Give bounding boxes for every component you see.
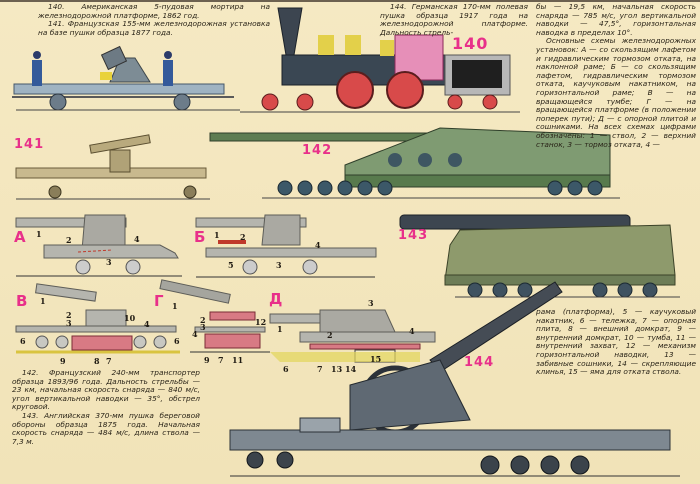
callout-v-7: 7: [106, 356, 112, 366]
callout-g-9: 9: [204, 355, 210, 365]
scheme-b: [195, 214, 377, 278]
callout-b-1: 1: [214, 230, 220, 240]
fig143-english-370mm: [399, 214, 680, 298]
scheme-letter-a: А: [14, 228, 26, 246]
callout-v-10: 10: [124, 313, 136, 323]
callout-v-6-left: 6: [20, 336, 26, 346]
caption-141: 141. Французская 155-мм железнодорожная …: [38, 19, 270, 37]
callout-d-14: 14: [345, 364, 357, 374]
callout-b-4: 4: [315, 240, 321, 250]
figure-number-141: 141: [14, 137, 45, 152]
figure-number-144: 144: [464, 355, 495, 370]
callout-d-7: 7: [317, 364, 323, 374]
figure-number-143: 143: [398, 228, 429, 243]
fig140-locomotive: [240, 7, 520, 113]
callout-v-9: 9: [60, 356, 66, 366]
scheme-letter-d: Д: [269, 290, 283, 308]
callout-d-2: 2: [327, 330, 333, 340]
caption-140: 140. Американская 5-пудовая мортира на ж…: [38, 2, 270, 20]
fig144-german-170mm: [229, 281, 680, 477]
caption-right-top: бы — 19,5 км, начальная скорость снаряда…: [536, 2, 696, 149]
figure-number-142: 142: [302, 143, 333, 158]
callout-g-2: 2: [200, 315, 206, 325]
caption-right-bottom: рама (платформа), 5 — каучуковый накатни…: [536, 307, 696, 377]
callout-b-2: 2: [240, 232, 246, 242]
callout-d-1: 1: [277, 324, 283, 334]
scheme-letter-b: Б: [194, 228, 206, 246]
callout-d-15: 15: [370, 354, 382, 364]
caption-140-141: 140. Американская 5-пудовая мортира на ж…: [38, 2, 270, 37]
callout-a-2: 2: [66, 235, 72, 245]
callout-a-4: 4: [134, 234, 140, 244]
caption-142: 142. Французский 240-мм транспортер обра…: [12, 368, 200, 412]
callout-a-1: 1: [36, 229, 42, 239]
scheme-letter-v: В: [16, 292, 28, 310]
callout-v-6-right: 6: [174, 336, 180, 346]
fig140-mortar-flatcar: [12, 45, 240, 111]
fig142-french-240mm: [209, 127, 620, 199]
caption-143: 143. Английская 370-мм пушка береговой о…: [12, 410, 200, 446]
callout-v-8: 8: [94, 356, 100, 366]
callout-d-3: 3: [368, 298, 374, 308]
scheme-g: [159, 279, 270, 353]
callout-d-6: 6: [283, 364, 289, 374]
callout-g-4: 4: [192, 329, 198, 339]
top-border: [0, 0, 700, 2]
callout-d-13: 13: [331, 364, 343, 374]
callout-d-4: 4: [409, 326, 415, 336]
callout-v-4: 4: [144, 319, 150, 329]
fig141-french-155mm: [15, 134, 210, 200]
callout-g-12: 12: [255, 317, 267, 327]
scheme-v: [15, 283, 180, 354]
callout-b-5: 5: [228, 260, 234, 270]
callout-g-11: 11: [232, 355, 244, 365]
scheme-letter-g: Г: [154, 292, 164, 310]
figure-number-140: 140: [452, 34, 489, 53]
callout-v-3: 3: [66, 318, 72, 328]
callout-g-3: 3: [200, 322, 206, 332]
callout-g-1: 1: [172, 301, 178, 311]
callout-g-7: 7: [218, 355, 224, 365]
callout-b-3: 3: [276, 260, 282, 270]
caption-142-143: 142. Французский 240-мм транспортер обра…: [12, 368, 200, 446]
caption-144-continued: бы — 19,5 км, начальная скорость снаряда…: [536, 2, 696, 37]
scheme-d: [269, 309, 436, 363]
caption-schemes-legend: Основные схемы железнодорожных установок…: [536, 36, 696, 149]
callout-a-3: 3: [106, 257, 112, 267]
callout-v-2: 2: [66, 310, 72, 320]
caption-144-start: 144. Германская 170-мм полевая пушка обр…: [380, 2, 528, 37]
callout-v-1: 1: [40, 296, 46, 306]
scheme-a: [15, 214, 182, 277]
